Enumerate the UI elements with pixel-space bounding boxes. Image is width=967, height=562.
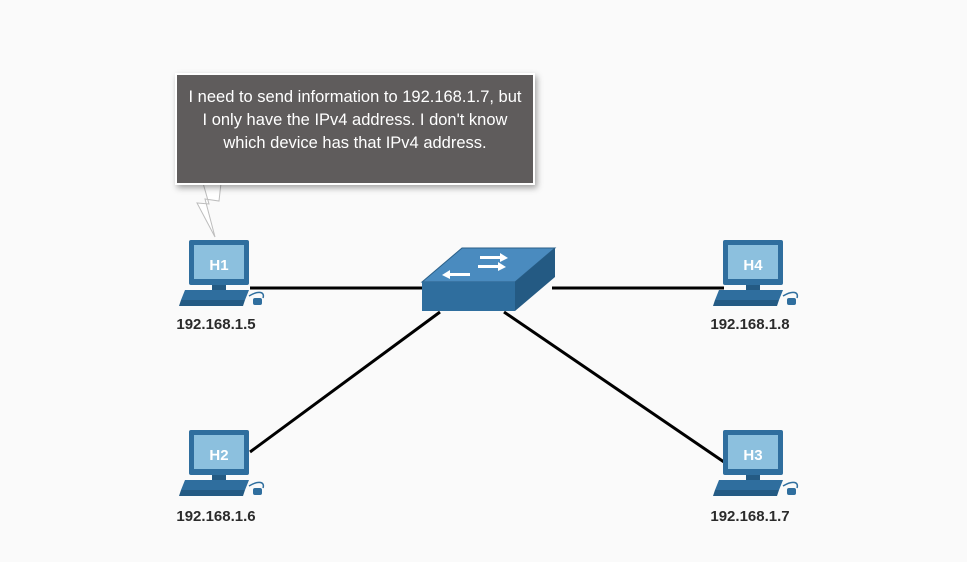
keyboard-icon (181, 480, 249, 490)
host-name-label: H1 (209, 257, 228, 274)
screen-icon (728, 245, 778, 279)
mouse-cord-icon (248, 481, 265, 489)
link-h2-switch (249, 310, 441, 454)
host-name-label: H3 (743, 447, 762, 464)
pc-h4: H4 (713, 240, 799, 306)
monitor-stand-icon (746, 285, 760, 290)
keyboard-edge-icon (179, 300, 245, 306)
keyboard-icon (715, 480, 783, 490)
keyboard-icon (715, 290, 783, 300)
mouse-icon (253, 488, 262, 495)
mouse-icon (787, 488, 796, 495)
pc-h2: H2 (179, 430, 265, 496)
pc-h3: H3 (713, 430, 799, 496)
keyboard-edge-icon (179, 490, 245, 496)
screen-icon (194, 435, 244, 469)
mouse-cord-icon (782, 291, 799, 299)
monitor-stand-icon (212, 475, 226, 480)
mouse-cord-icon (782, 481, 799, 489)
host-name-label: H2 (209, 447, 228, 464)
monitor-stand-icon (746, 475, 760, 480)
ip-label-h3: 192.168.1.7 (710, 508, 789, 525)
ip-label-h1: 192.168.1.5 (176, 316, 255, 333)
link-switch-h3 (503, 310, 725, 464)
speech-bubble-text: I need to send information to 192.168.1.… (188, 88, 522, 152)
keyboard-icon (181, 290, 249, 300)
mouse-icon (253, 298, 262, 305)
mouse-icon (787, 298, 796, 305)
monitor-stand-icon (212, 285, 226, 290)
ip-label-h2: 192.168.1.6 (176, 508, 255, 525)
keyboard-edge-icon (713, 490, 779, 496)
host-name-label: H4 (743, 257, 763, 274)
screen-icon (728, 435, 778, 469)
screen-icon (194, 245, 244, 279)
speech-bubble: I need to send information to 192.168.1.… (175, 73, 535, 185)
switch-icon (420, 247, 557, 311)
pc-h1: H1 (179, 240, 265, 306)
ip-label-h4: 192.168.1.8 (710, 316, 789, 333)
mouse-cord-icon (248, 291, 265, 299)
speech-bubble-tail (196, 183, 222, 238)
keyboard-edge-icon (713, 300, 779, 306)
